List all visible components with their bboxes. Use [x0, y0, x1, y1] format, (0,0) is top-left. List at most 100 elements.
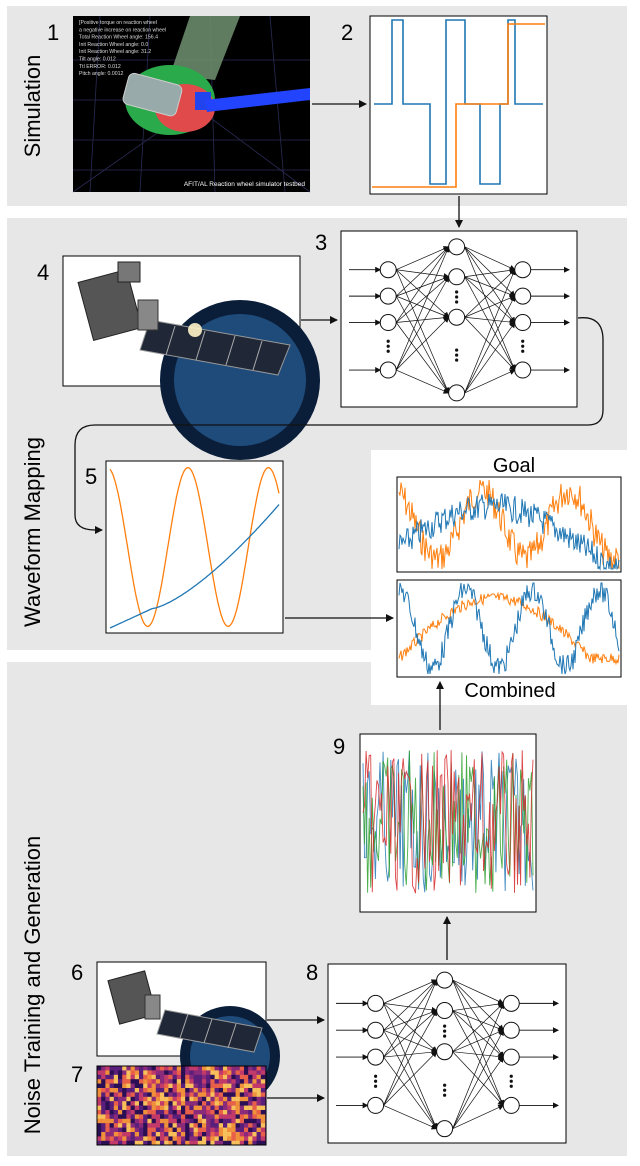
nn-connection — [464, 295, 516, 318]
heatmap-cell — [143, 1114, 148, 1119]
heatmap-cell — [202, 1079, 207, 1084]
heatmap-cell — [109, 1079, 114, 1084]
heatmap-cell — [147, 1114, 152, 1119]
heatmap-cell — [256, 1114, 261, 1119]
heatmap-cell — [139, 1123, 144, 1128]
heatmap-cell — [160, 1123, 165, 1128]
nn-connection — [464, 295, 516, 394]
sinusoid-orange — [109, 466, 280, 628]
heatmap-cell — [160, 1088, 165, 1093]
heatmap-cell — [202, 1114, 207, 1119]
heatmap-cell — [256, 1066, 261, 1071]
heatmap-cell — [122, 1083, 127, 1089]
heatmap-cell — [101, 1092, 106, 1097]
heatmap-cell — [109, 1136, 114, 1141]
nn-node — [379, 287, 397, 305]
heatmap-cell — [122, 1088, 127, 1093]
nn-node — [379, 261, 397, 279]
heatmap-cell — [168, 1088, 173, 1093]
heatmap-cell — [189, 1083, 194, 1089]
heatmap-cell — [202, 1070, 207, 1075]
heatmap-cell — [239, 1088, 245, 1093]
heatmap-cell — [189, 1132, 194, 1137]
heatmap-cell — [151, 1092, 156, 1097]
heatmap-cell — [214, 1066, 219, 1071]
heatmap-cell — [130, 1132, 135, 1137]
heatmap-cell — [197, 1114, 203, 1119]
heatmap-cell — [176, 1079, 182, 1084]
heatmap-cell — [256, 1096, 261, 1102]
heatmap-cell — [218, 1088, 224, 1093]
heatmap-cell — [101, 1127, 106, 1133]
nn-node — [367, 994, 385, 1012]
heatmap-cell — [181, 1136, 186, 1141]
heatmap-cell — [256, 1070, 261, 1075]
heatmap-cell — [155, 1127, 161, 1133]
heatmap-cell — [248, 1070, 253, 1075]
heatmap-cell — [218, 1140, 224, 1146]
heatmap-cell — [206, 1066, 211, 1071]
heatmap-cell — [256, 1110, 261, 1115]
heatmap-cell — [172, 1079, 177, 1084]
nn-node — [448, 268, 466, 286]
heatmap-cell — [227, 1114, 232, 1119]
sim-line: Init Reaction Wheel angle: 0.0 — [79, 42, 148, 48]
nn-ellipsis-dot — [455, 353, 459, 357]
heatmap-cell — [193, 1074, 198, 1080]
heatmap-cell — [105, 1101, 110, 1106]
heatmap-cell — [105, 1096, 110, 1102]
heatmap-cell — [252, 1140, 257, 1146]
heatmap-cell — [181, 1127, 186, 1133]
heatmap-cell — [109, 1088, 114, 1093]
heatmap-cell — [202, 1123, 207, 1128]
heatmap-cell — [97, 1070, 102, 1075]
heatmap-cell — [185, 1066, 190, 1071]
nn-connection — [396, 275, 450, 297]
square-wave-orange — [372, 23, 545, 188]
heatmap-cell — [223, 1088, 228, 1093]
heatmap-cell — [185, 1127, 190, 1133]
heatmap-cell — [101, 1074, 106, 1080]
heatmap-cell — [260, 1079, 266, 1084]
nn-connection — [395, 246, 450, 323]
heatmap-cell — [113, 1140, 119, 1146]
nn-node — [436, 1002, 454, 1020]
heatmap-cell — [181, 1070, 186, 1075]
heatmap-cell — [134, 1092, 140, 1097]
heatmap-cell — [210, 1123, 215, 1128]
heatmap-cell — [248, 1088, 253, 1093]
heatmap-cell — [155, 1114, 161, 1119]
heatmap-cell — [197, 1083, 203, 1089]
heatmap-cell — [172, 1105, 177, 1111]
heatmap-cell — [176, 1092, 182, 1097]
heatmap-cell — [105, 1079, 110, 1084]
heatmap-cell — [256, 1136, 261, 1141]
heatmap-cell — [130, 1083, 135, 1089]
heatmap-cell — [223, 1123, 228, 1128]
heatmap-cell — [155, 1132, 161, 1137]
heatmap-cell — [244, 1083, 249, 1089]
heatmap-cell — [227, 1140, 232, 1146]
sim-line: Total Reaction Wheel angle: 156.4 — [79, 35, 158, 41]
heatmap-cell — [260, 1088, 266, 1093]
nn-ellipsis-dot — [509, 1084, 513, 1088]
heatmap-cell — [210, 1105, 215, 1111]
heatmap-cell — [210, 1118, 215, 1124]
nn-node — [502, 1048, 520, 1066]
heatmap-cell — [160, 1092, 165, 1097]
heatmap-cell — [164, 1136, 169, 1141]
heatmap-cell — [223, 1110, 228, 1115]
heatmap-cell — [244, 1123, 249, 1128]
heatmap-cell — [218, 1066, 224, 1071]
heatmap-cell — [168, 1136, 173, 1141]
heatmap-cell — [214, 1074, 219, 1080]
heatmap-cell — [122, 1105, 127, 1111]
heatmap-cell — [248, 1114, 253, 1119]
heatmap-cell — [176, 1088, 182, 1093]
heatmap-cell — [181, 1096, 186, 1102]
heatmap-cell — [147, 1110, 152, 1115]
heatmap-cell — [248, 1123, 253, 1128]
heatmap-cell — [126, 1136, 131, 1141]
heatmap-cell — [223, 1127, 228, 1133]
heatmap-cell — [235, 1066, 240, 1071]
